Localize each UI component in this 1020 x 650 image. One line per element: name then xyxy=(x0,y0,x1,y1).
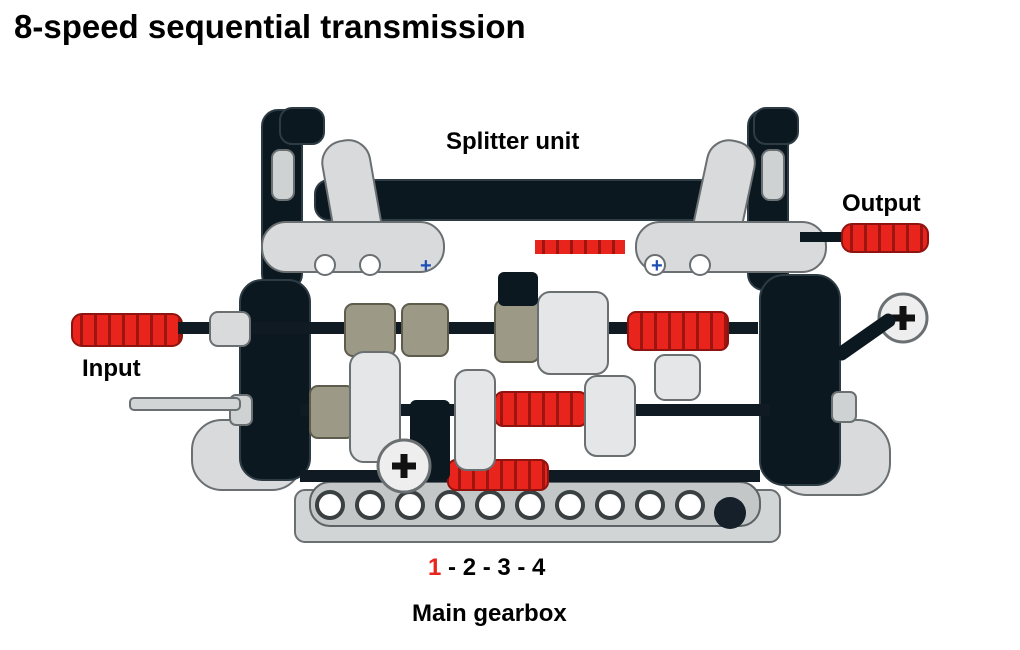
page-title: 8-speed sequential transmission xyxy=(14,8,526,45)
active-gear: 1 xyxy=(428,554,442,581)
gear-indicator: 1 - 2 - 3 - 4 xyxy=(428,554,545,582)
splitter-unit-label: Splitter unit xyxy=(446,128,580,155)
input-label: Input xyxy=(82,355,141,382)
output-label: Output xyxy=(842,190,921,217)
splitter-liftarms: + + xyxy=(261,221,827,277)
base-beam xyxy=(294,481,781,543)
svg-text:+: + xyxy=(420,255,432,277)
splitter-bushing xyxy=(535,240,625,254)
axle-pins xyxy=(376,292,929,494)
output-shaft xyxy=(800,223,929,253)
main-gearbox-label: Main gearbox xyxy=(412,600,567,627)
svg-text:+: + xyxy=(651,255,663,277)
gear-cluster xyxy=(309,272,701,480)
input-shaft xyxy=(71,311,758,351)
remaining-gears: - 2 - 3 - 4 xyxy=(441,554,546,581)
